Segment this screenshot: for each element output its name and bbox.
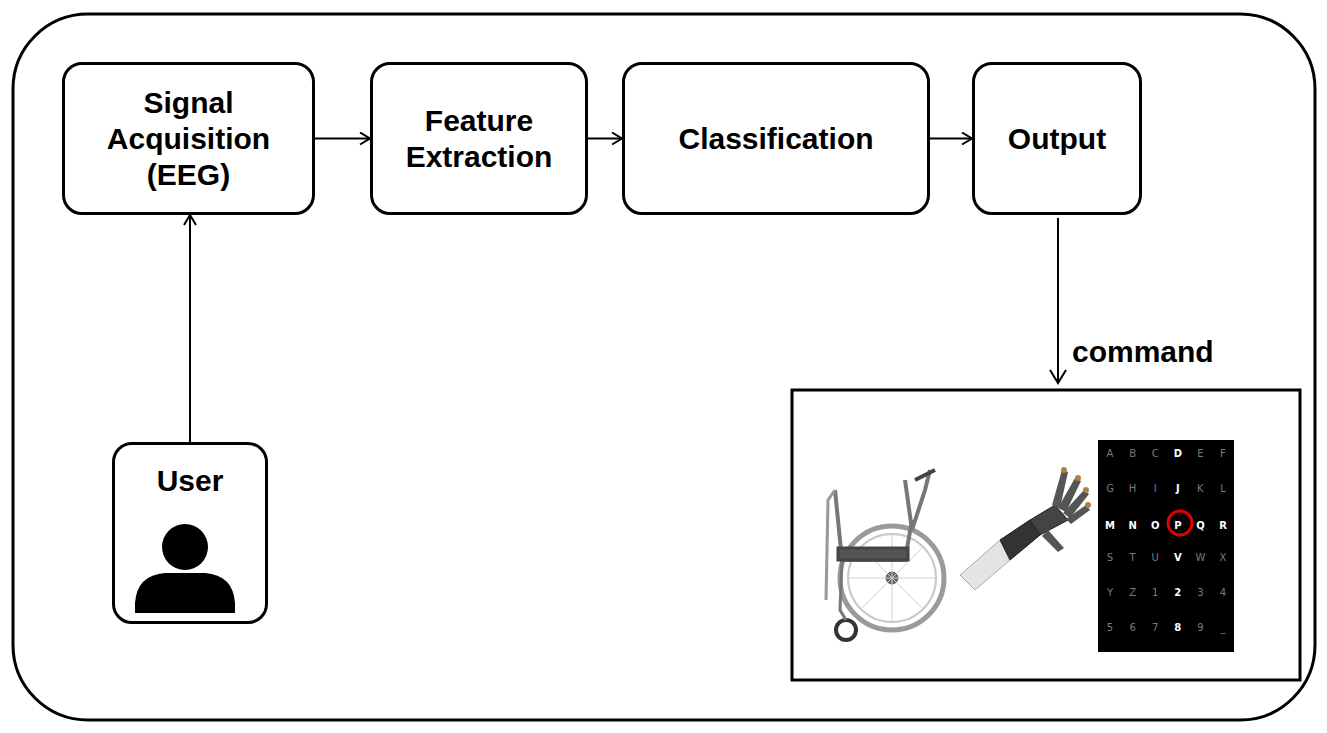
box-label: Classification (668, 121, 883, 157)
speller-character: J (1167, 483, 1189, 495)
speller-character: Q (1189, 520, 1211, 532)
output-panel (792, 390, 1300, 680)
text-group: User (115, 445, 265, 499)
process-box: Output (972, 62, 1142, 215)
speller-character: 5 (1099, 622, 1121, 634)
speller-character: I (1144, 483, 1166, 495)
wheelchair-picture (826, 470, 944, 640)
text-group: Classification (668, 121, 883, 157)
user-label: User (115, 445, 265, 499)
speller-character: O (1144, 520, 1166, 532)
speller-character: M (1099, 520, 1121, 532)
robotic-arm-picture (960, 467, 1091, 590)
flow-arrow (189, 215, 191, 442)
speller-character: 9 (1189, 622, 1211, 634)
speller-character: 8 (1167, 622, 1189, 634)
user-box: User (112, 442, 268, 624)
flow-arrow (315, 138, 370, 140)
speller-character: V (1167, 552, 1189, 564)
speller-character: U (1144, 552, 1166, 564)
speller-character: 7 (1144, 622, 1166, 634)
process-box: Feature Extraction (370, 62, 588, 215)
text-group: Feature Extraction (373, 103, 585, 175)
speller-character: N (1122, 520, 1144, 532)
edge-label: command (1072, 335, 1214, 369)
speller-character: C (1144, 448, 1166, 460)
speller-character: R (1212, 520, 1234, 532)
speller-character: A (1099, 448, 1121, 460)
speller-character: 2 (1167, 587, 1189, 599)
speller-character: T (1122, 552, 1144, 564)
speller-character: 3 (1189, 587, 1211, 599)
speller-character: B (1122, 448, 1144, 460)
box-label: Signal Acquisition (EEG) (65, 85, 312, 193)
speller-character: E (1189, 448, 1211, 460)
speller-character: H (1122, 483, 1144, 495)
speller-character: X (1212, 552, 1234, 564)
speller-character: P (1167, 520, 1189, 532)
process-box: Signal Acquisition (EEG) (62, 62, 315, 215)
speller-character: Y (1099, 587, 1121, 599)
speller-character: 1 (1144, 587, 1166, 599)
outer-frame (13, 14, 1315, 720)
speller-character: S (1099, 552, 1121, 564)
speller-character: 6 (1122, 622, 1144, 634)
box-label: Output (998, 121, 1116, 157)
speller-character: G (1099, 483, 1121, 495)
speller-character: 4 (1212, 587, 1234, 599)
speller-character: L (1212, 483, 1234, 495)
flow-arrow (930, 138, 972, 140)
text-group: Output (998, 121, 1116, 157)
speller-character: Z (1122, 587, 1144, 599)
flow-arrow (588, 138, 622, 140)
speller-character: W (1189, 552, 1211, 564)
text-group: Signal Acquisition (EEG) (65, 85, 312, 193)
speller-character: K (1189, 483, 1211, 495)
speller-character: D (1167, 448, 1189, 460)
speller-character: _ (1212, 622, 1234, 634)
box-label: Feature Extraction (373, 103, 585, 175)
person-icon (135, 523, 235, 613)
speller-character: F (1212, 448, 1234, 460)
command-arrow (1050, 218, 1066, 383)
speller-grid (1098, 440, 1234, 652)
process-box: Classification (622, 62, 930, 215)
